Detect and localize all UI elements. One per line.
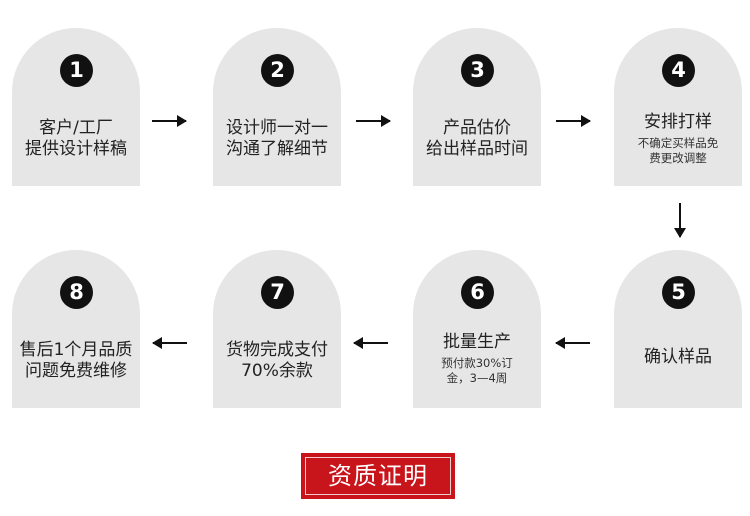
step-title-3-line-1: 产品估价	[443, 118, 511, 138]
step-card-3: 3 产品估价 给出样品时间	[413, 28, 541, 186]
step-title-6: 批量生产	[443, 332, 511, 352]
arrow-right-icon	[152, 115, 187, 127]
step-title-7-line-1: 货物完成支付	[226, 340, 328, 360]
qualification-badge[interactable]: 资质证明	[301, 453, 455, 499]
step-note-6-line-1: 预付款30%订	[441, 356, 513, 370]
step-title-1-line-2: 提供设计样稿	[25, 139, 127, 159]
step-title-3-line-2: 给出样品时间	[426, 139, 528, 159]
step-title-2-line-1: 设计师一对一	[226, 118, 328, 138]
step-card-1: 1 客户/工厂 提供设计样稿	[12, 28, 140, 186]
step-title-8-line-1: 售后1个月品质	[19, 340, 133, 360]
step-number-6: 6	[461, 276, 494, 309]
arrow-left-icon	[152, 337, 187, 349]
step-note-4-line-2: 费更改调整	[649, 151, 707, 165]
step-note-4-line-1: 不确定买样品免	[637, 136, 719, 150]
step-number-8: 8	[60, 276, 93, 309]
step-card-5: 5 确认样品	[614, 250, 742, 408]
arrow-left-icon	[555, 337, 590, 349]
arrow-right-icon	[356, 115, 391, 127]
step-note-6-line-2: 金，3—4周	[446, 371, 508, 385]
step-title-8-line-2: 问题免费维修	[25, 361, 127, 381]
arrow-down-icon	[674, 203, 686, 238]
step-card-4: 4 安排打样 不确定买样品免 费更改调整	[614, 28, 742, 186]
step-card-7: 7 货物完成支付 70%余款	[213, 250, 341, 408]
qualification-badge-label: 资质证明	[305, 457, 451, 495]
step-number-5: 5	[662, 276, 695, 309]
step-number-7: 7	[261, 276, 294, 309]
step-card-8: 8 售后1个月品质 问题免费维修	[12, 250, 140, 408]
step-title-1-line-1: 客户/工厂	[39, 118, 113, 138]
step-number-3: 3	[461, 54, 494, 87]
step-number-1: 1	[60, 54, 93, 87]
step-number-4: 4	[662, 54, 695, 87]
step-number-2: 2	[261, 54, 294, 87]
step-title-7-line-2: 70%余款	[241, 361, 313, 381]
step-card-2: 2 设计师一对一 沟通了解细节	[213, 28, 341, 186]
arrow-left-icon	[353, 337, 388, 349]
step-title-4: 安排打样	[644, 112, 712, 132]
arrow-right-icon	[556, 115, 591, 127]
step-title-5: 确认样品	[644, 347, 712, 367]
step-title-2-line-2: 沟通了解细节	[226, 139, 328, 159]
step-card-6: 6 批量生产 预付款30%订 金，3—4周	[413, 250, 541, 408]
